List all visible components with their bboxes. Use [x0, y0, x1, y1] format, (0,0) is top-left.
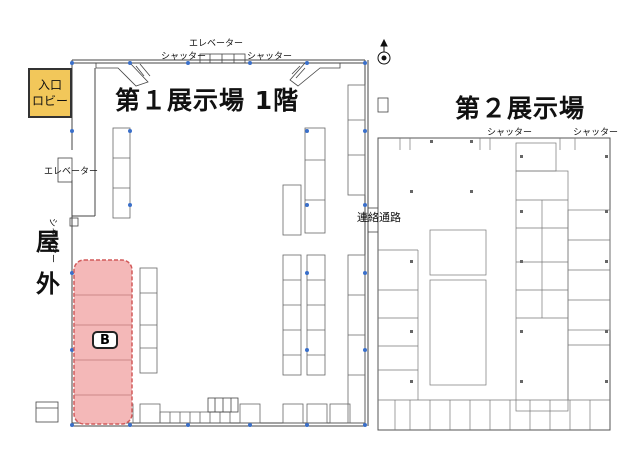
side-elements	[35, 97, 389, 423]
elevator-label-left: エレベーター	[44, 167, 99, 177]
elevator-label-top: エレベーター	[189, 39, 244, 49]
shutter-label-side: シャッター	[47, 218, 57, 264]
hall1-title: 第１展示場 1階	[115, 86, 300, 115]
hall1-booths	[112, 84, 366, 424]
shutter-label-top-left: シャッター	[161, 52, 207, 62]
corridor-label: 連絡通路	[357, 211, 401, 224]
north-arrow-icon	[377, 38, 391, 65]
area-b-label: B	[92, 331, 118, 349]
shutter-label-top-right: シャッター	[247, 52, 293, 62]
lobby-label-line2: ロビー	[31, 94, 68, 108]
outdoor-label-2: 外	[36, 270, 60, 298]
hall2-booths	[378, 138, 611, 430]
entrance-lobby: 入口 ロビー	[28, 68, 72, 118]
hall2-title: 第２展示場	[455, 94, 586, 123]
corridor	[368, 207, 378, 233]
outdoor-label-1: 屋	[36, 228, 60, 256]
hall2-columns	[410, 140, 608, 383]
hall2-walls	[377, 137, 611, 431]
lobby-label-line1: 入口	[37, 78, 62, 92]
shutter-label-hall2-left: シャッター	[487, 128, 533, 138]
shutter-label-hall2-right: シャッター	[573, 128, 619, 138]
